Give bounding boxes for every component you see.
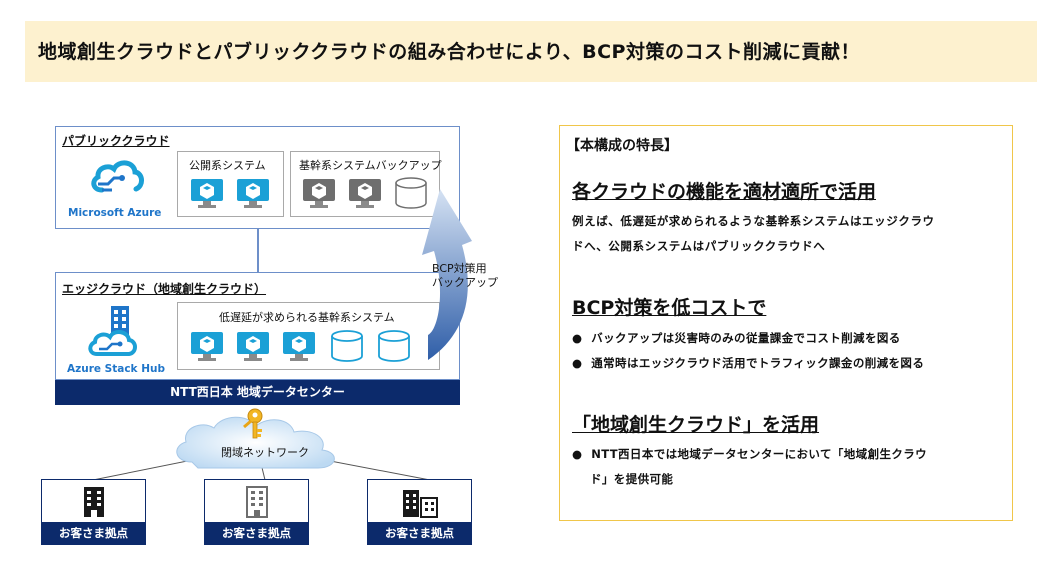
public-systems-label: 公開系システム xyxy=(189,159,266,172)
vm-backup-icon xyxy=(349,179,381,208)
bcp-backup-arrow xyxy=(422,189,472,360)
microsoft-azure-label: Microsoft Azure xyxy=(68,207,162,219)
backup-systems-label: 基幹系システムバックアップ xyxy=(299,159,442,172)
datacenter-bar: NTT西日本 地域データセンター xyxy=(55,380,460,405)
office-building-icon xyxy=(246,486,268,518)
azure-stack-hub-label: Azure Stack Hub xyxy=(67,363,165,375)
feature-2-bullet-2-text: 通常時はエッジクラウド活用でトラフィック課金の削減を図る xyxy=(591,356,925,370)
database-icon xyxy=(331,330,363,362)
office-building-icon xyxy=(84,487,104,517)
feature-2-bullet-2: ● 通常時はエッジクラウド活用でトラフィック課金の削減を図る xyxy=(572,355,924,371)
core-systems-label: 低遅延が求められる基幹系システム xyxy=(219,311,395,324)
feature-3-bullet-1-cont-text: ド」を提供可能 xyxy=(590,472,674,486)
vm-backup-icon xyxy=(303,179,335,208)
feature-2-title: BCP対策を低コストで xyxy=(572,297,767,319)
page-title: 地域創生クラウドとパブリッククラウドの組み合わせにより、BCP対策のコスト削減に… xyxy=(38,41,860,63)
bullet-dot-icon: ● xyxy=(572,447,592,461)
bcp-arrow-label: BCP対策用 バックアップ xyxy=(432,262,498,290)
closed-network-label: 閉域ネットワーク xyxy=(221,446,309,459)
customer-site-label: お客さま拠点 xyxy=(205,522,308,544)
feature-1-body-line2: ドへ、公開系システムはパブリッククラウドへ xyxy=(572,239,826,253)
feature-1-body: 例えば、低遅延が求められるような基幹系システムはエッジクラウ ドへ、公開系システ… xyxy=(572,209,1007,259)
vm-icon xyxy=(191,179,223,208)
key-icon xyxy=(243,408,263,439)
feature-3-title: 「地域創生クラウド」を活用 xyxy=(572,414,820,436)
vm-icon xyxy=(237,179,269,208)
vm-icon xyxy=(237,332,269,361)
feature-3-bullet-1: ● NTT西日本では地域データセンターにおいて「地域創生クラウ xyxy=(572,446,927,462)
public-cloud-label: パブリッククラウド xyxy=(62,134,170,148)
bullet-dot-icon: ● xyxy=(572,331,592,345)
bcp-arrow-label-line1: BCP対策用 xyxy=(432,262,487,275)
customer-site-2: お客さま拠点 xyxy=(204,479,309,545)
database-icon xyxy=(378,330,410,362)
customer-site-label: お客さま拠点 xyxy=(42,522,145,544)
vm-icon xyxy=(191,332,223,361)
bullet-dot-icon: ● xyxy=(572,356,592,370)
bcp-arrow-label-line2: バックアップ xyxy=(432,276,498,289)
office-buildings-icon xyxy=(403,490,438,518)
customer-site-3: お客さま拠点 xyxy=(367,479,472,545)
feature-1-title: 各クラウドの機能を適材適所で活用 xyxy=(572,181,877,203)
feature-2-bullet-1: ● バックアップは災害時のみの従量課金でコスト削減を図る xyxy=(572,330,901,346)
feature-2-bullet-1-text: バックアップは災害時のみの従量課金でコスト削減を図る xyxy=(591,331,901,345)
azure-stack-hub-icon xyxy=(88,306,137,356)
database-backup-icon xyxy=(395,177,427,209)
edge-cloud-label: エッジクラウド（地域創生クラウド） xyxy=(62,282,267,296)
vm-icon xyxy=(283,332,315,361)
title-band xyxy=(25,21,1037,82)
azure-cloud-icon xyxy=(91,160,144,193)
customer-site-1: お客さま拠点 xyxy=(41,479,146,545)
customer-site-label: お客さま拠点 xyxy=(368,522,471,544)
connector-line xyxy=(257,229,259,273)
feature-3-bullet-1-text: NTT西日本では地域データセンターにおいて「地域創生クラウ xyxy=(591,447,928,461)
features-panel xyxy=(559,125,1013,521)
features-heading: 【本構成の特長】 xyxy=(566,138,678,154)
feature-3-bullet-1-cont: ド」を提供可能 xyxy=(590,471,673,487)
feature-1-body-line1: 例えば、低遅延が求められるような基幹系システムはエッジクラウ xyxy=(572,214,935,228)
